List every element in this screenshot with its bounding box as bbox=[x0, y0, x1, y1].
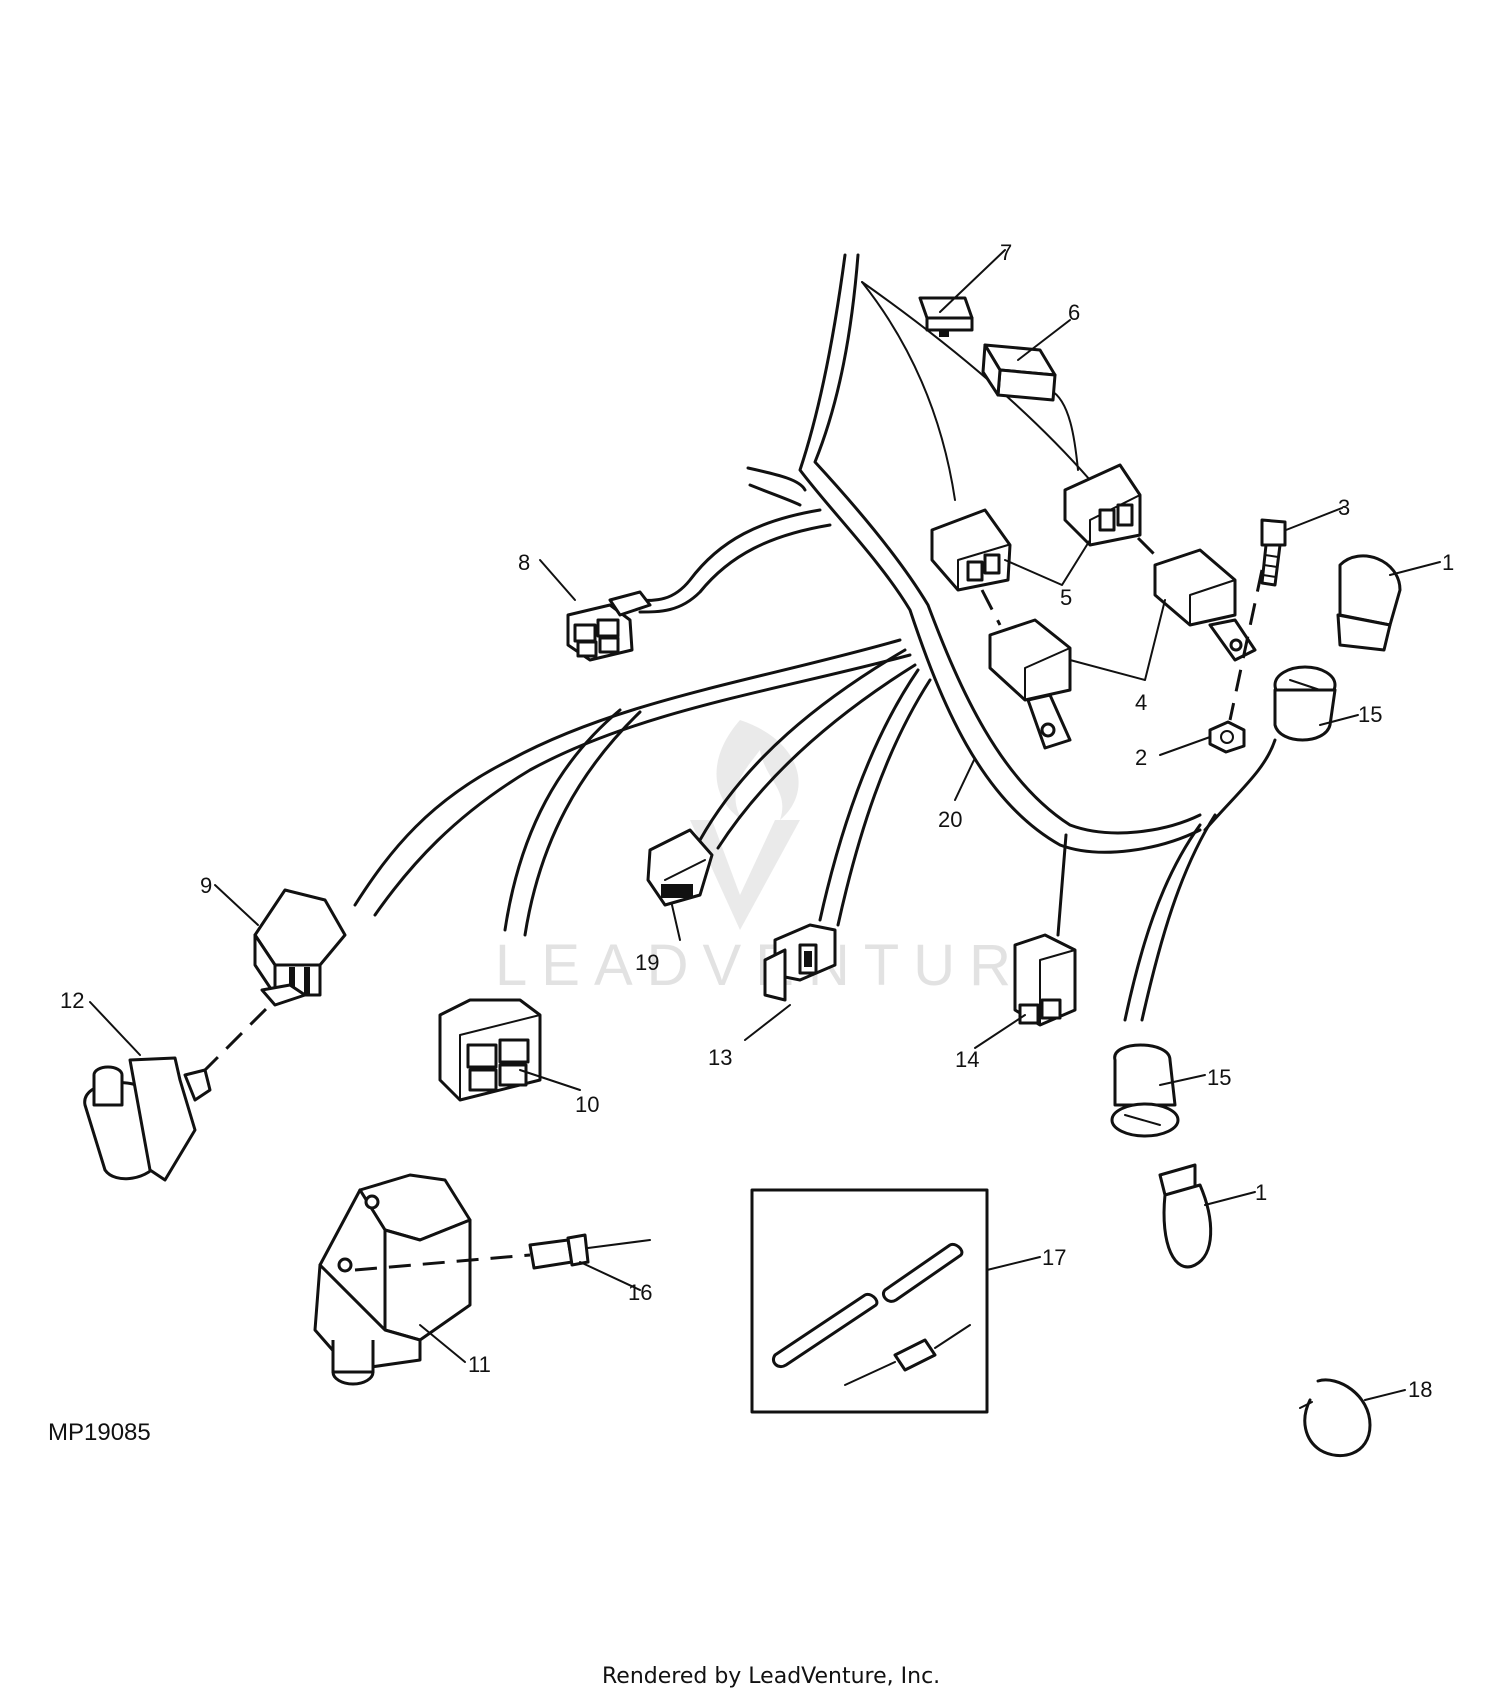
fuse-small bbox=[918, 296, 974, 337]
assembly-line-pin bbox=[354, 1253, 531, 1272]
callout-2: 2 bbox=[1135, 745, 1147, 770]
connector-9 bbox=[253, 888, 347, 1007]
main-wiring-harness bbox=[353, 253, 1277, 1022]
callout-1-lower: 1 bbox=[1255, 1180, 1267, 1205]
callout-17: 17 bbox=[1042, 1245, 1066, 1270]
connector-13 bbox=[763, 923, 837, 1002]
callout-14: 14 bbox=[955, 1047, 979, 1072]
assembly-line-relay-upper bbox=[1136, 536, 1162, 562]
callout-3: 3 bbox=[1338, 495, 1350, 520]
callout-13: 13 bbox=[708, 1045, 732, 1070]
diagram-code: MP19085 bbox=[48, 1419, 151, 1446]
splice-kit-box bbox=[750, 1188, 989, 1414]
connector-10 bbox=[438, 998, 542, 1102]
leader-lines bbox=[89, 249, 1441, 1401]
callout-10: 10 bbox=[575, 1092, 599, 1117]
connector-8 bbox=[566, 590, 652, 662]
callout-18: 18 bbox=[1408, 1377, 1432, 1402]
bulb-socket-upper bbox=[1273, 665, 1337, 742]
callout-16: 16 bbox=[628, 1280, 652, 1305]
callout-8: 8 bbox=[518, 550, 530, 575]
relay-socket-upper bbox=[1063, 463, 1142, 547]
relay-upper bbox=[1153, 548, 1257, 662]
bulb-upper bbox=[1336, 554, 1402, 652]
callout-19: 19 bbox=[635, 950, 659, 975]
fuse-holder bbox=[981, 343, 1057, 402]
assembly-line-relay-lower bbox=[980, 589, 1002, 626]
rivet-pin bbox=[528, 1233, 651, 1270]
connector-19 bbox=[646, 828, 714, 907]
callout-20: 20 bbox=[938, 807, 962, 832]
callout-5: 5 bbox=[1060, 585, 1072, 610]
relay-lower bbox=[988, 618, 1072, 750]
callout-15-lower: 15 bbox=[1207, 1065, 1231, 1090]
callout-7: 7 bbox=[1000, 240, 1012, 265]
bulb-socket-lower bbox=[1110, 1043, 1180, 1138]
callout-11: 11 bbox=[468, 1352, 491, 1377]
callout-1-upper: 1 bbox=[1442, 550, 1454, 575]
bulb-lower bbox=[1158, 1163, 1213, 1269]
callout-9: 9 bbox=[200, 873, 212, 898]
bolt bbox=[1260, 518, 1287, 587]
switch-12 bbox=[83, 1056, 212, 1182]
seat-switch bbox=[313, 1173, 472, 1386]
nut bbox=[1208, 720, 1246, 754]
cable-clamp bbox=[1299, 1378, 1372, 1458]
relay-socket-lower bbox=[930, 508, 1012, 592]
callout-12: 12 bbox=[60, 988, 84, 1013]
assembly-line-bolt bbox=[1228, 569, 1264, 721]
render-credit: Rendered by LeadVenture, Inc. bbox=[602, 1664, 940, 1689]
callout-6: 6 bbox=[1068, 300, 1080, 325]
callout-4: 4 bbox=[1135, 690, 1147, 715]
callout-15-upper: 15 bbox=[1358, 702, 1382, 727]
connector-14 bbox=[1013, 933, 1077, 1027]
callout-labels: 7 6 3 1 5 4 2 15 8 20 9 12 19 13 14 10 1… bbox=[60, 240, 1454, 1402]
